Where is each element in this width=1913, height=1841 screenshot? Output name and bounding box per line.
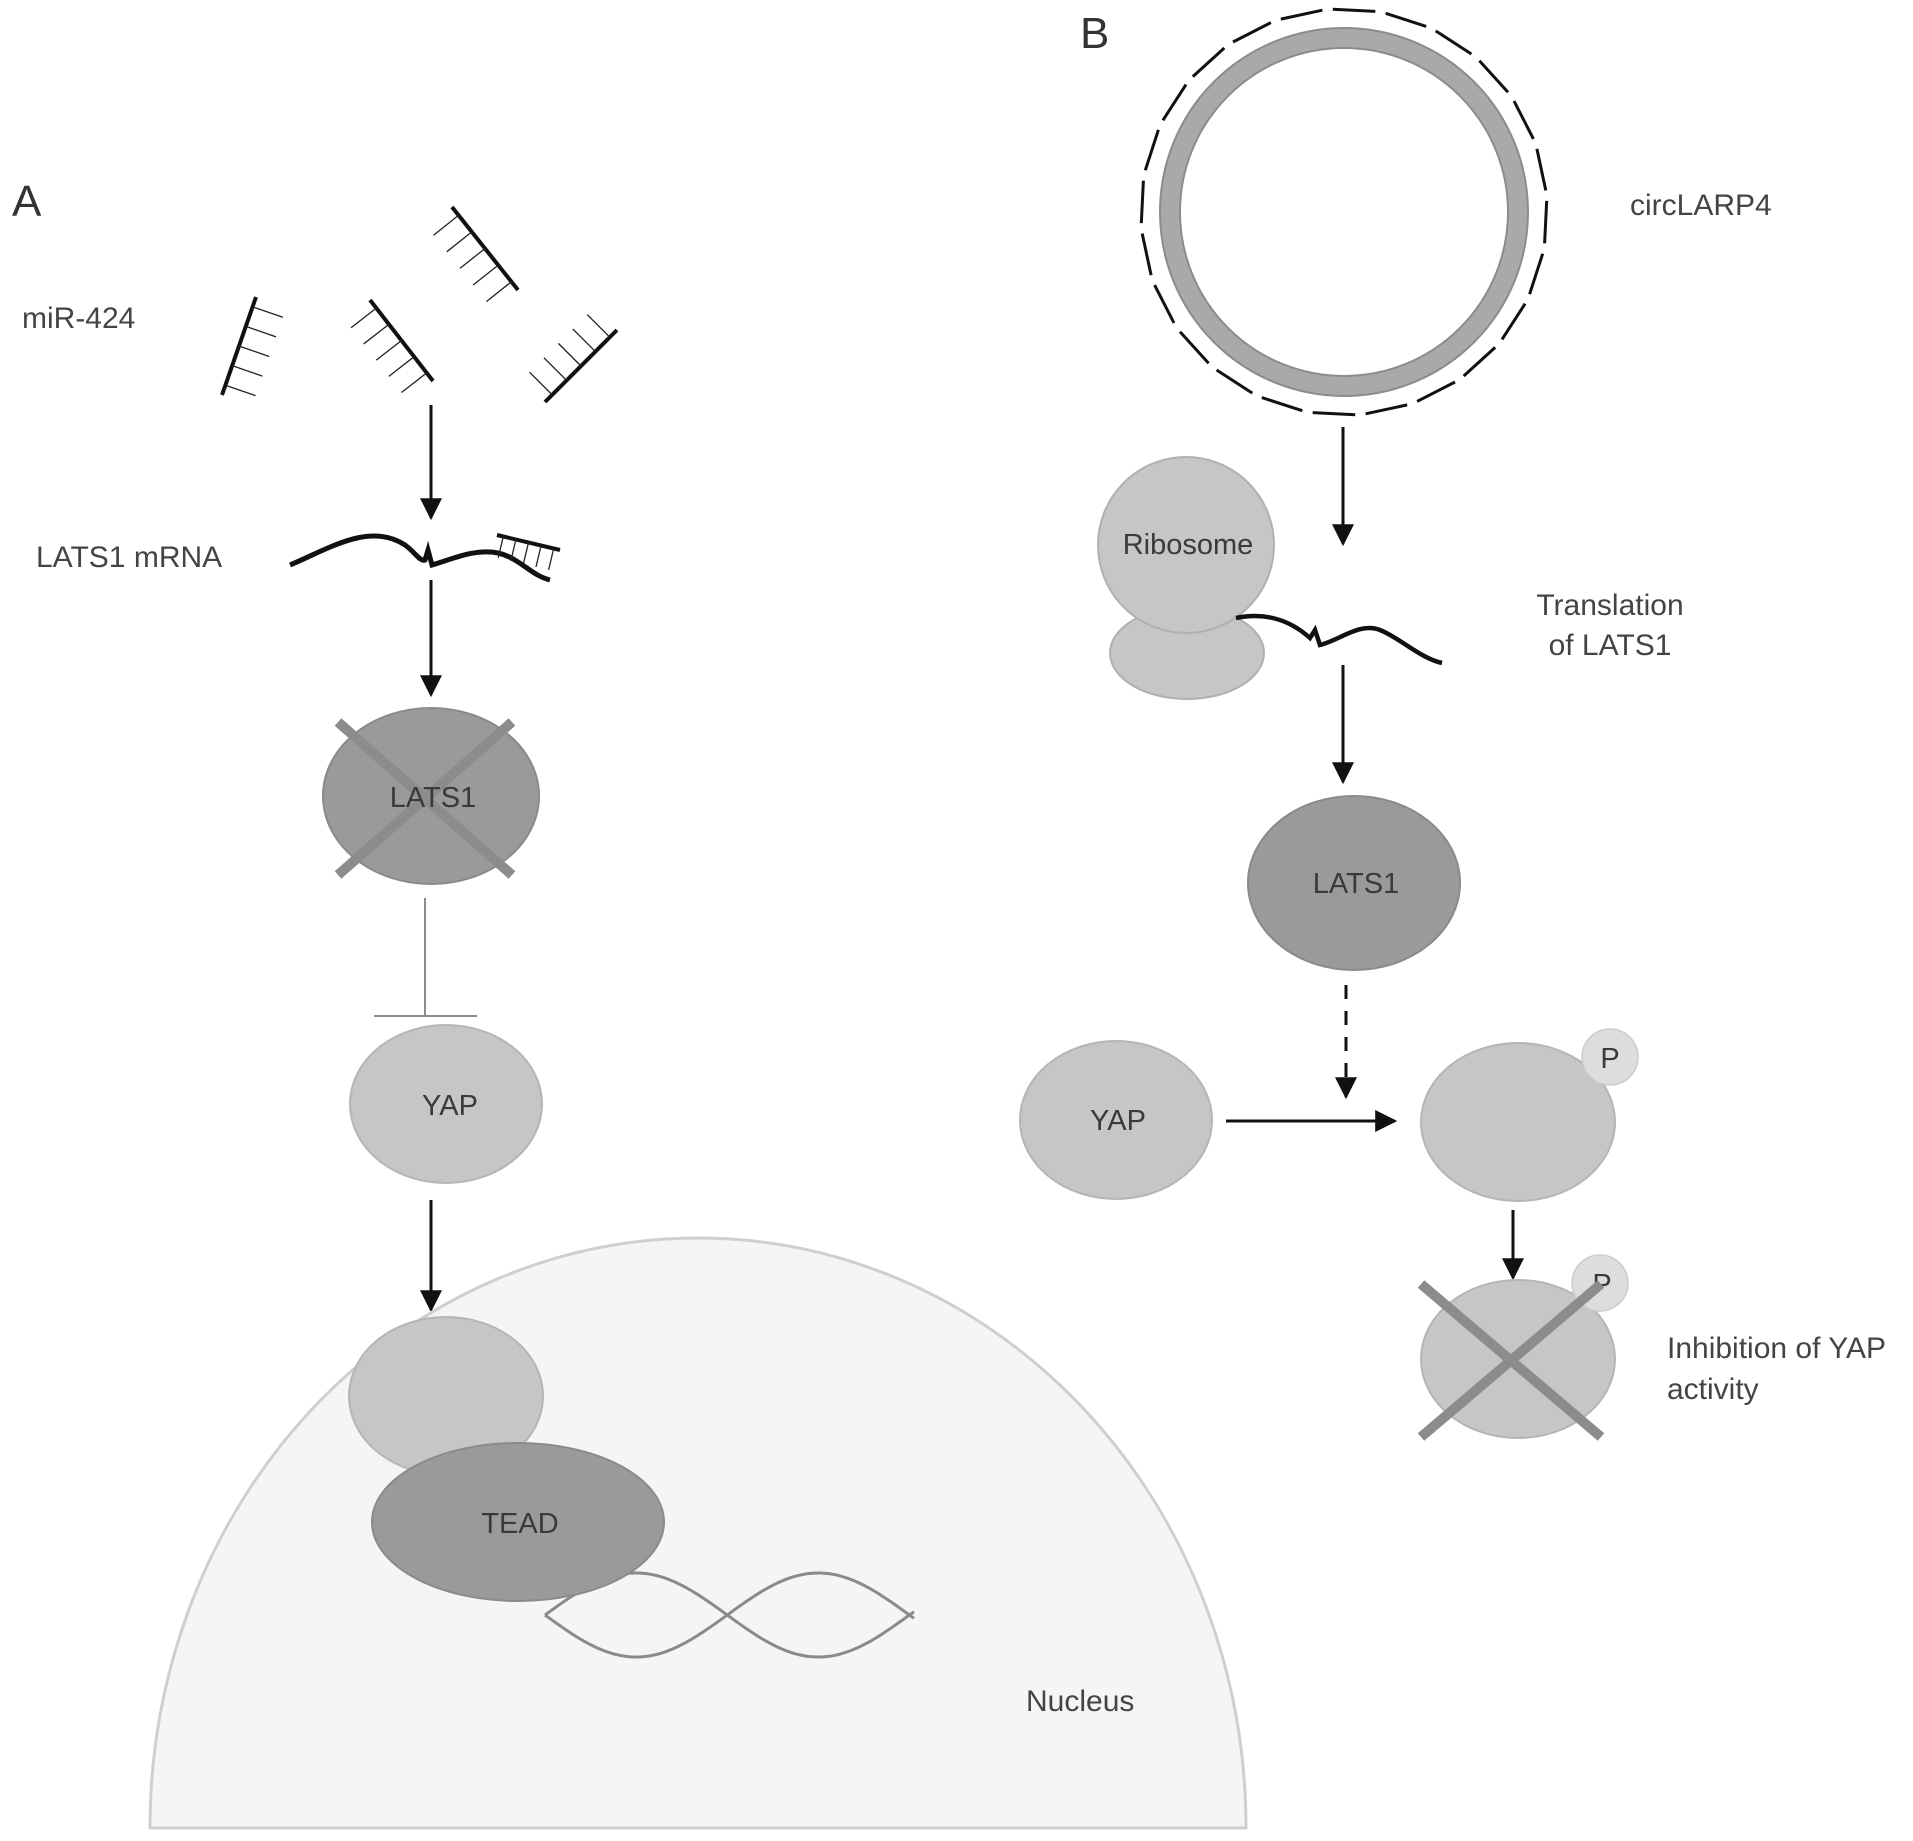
sponged-mirna: [1191, 46, 1226, 78]
circlarp4-center: [1179, 47, 1509, 377]
lats1-protein-b: [1247, 795, 1461, 971]
nucleus: [148, 1236, 1248, 1830]
yap-cross-line-2: [1417, 1280, 1605, 1441]
nucleus-label: Nucleus: [1026, 1685, 1134, 1718]
sponged-mirna: [1385, 11, 1427, 28]
sponged-mirna: [1543, 200, 1549, 244]
lats1-mrna-strand: [289, 533, 551, 583]
sponged-mirna: [1161, 83, 1188, 122]
sponged-mirna: [1332, 7, 1376, 13]
sponged-mirna: [1535, 148, 1548, 191]
sponged-mirna: [1312, 411, 1356, 417]
mirna-strand-2: [350, 298, 435, 394]
sponged-mirna: [1178, 330, 1210, 365]
translation-label-line1: Translation: [1536, 589, 1683, 622]
sponged-mirna: [1153, 284, 1176, 324]
lats1-mrna-b: [1235, 613, 1443, 666]
sponged-mirna: [1434, 29, 1473, 56]
sponged-mirnas: [1139, 7, 1549, 417]
inhibition-label-line2: activity: [1667, 1373, 1759, 1406]
panel-b-letter: B: [1080, 9, 1109, 58]
lats1-mrna-label: LATS1 mRNA: [36, 541, 222, 574]
inhibition-label-line1: Inhibition of YAP: [1667, 1332, 1886, 1365]
mirna-strand-4: [529, 314, 619, 404]
sponged-mirna: [1140, 233, 1153, 276]
sponged-mirna: [1143, 129, 1160, 171]
tead-label: TEAD: [481, 1508, 558, 1540]
sponged-mirna: [1500, 302, 1527, 341]
yap-label-a: YAP: [422, 1090, 478, 1122]
sponged-mirna: [1215, 368, 1254, 395]
yap-protein-b: [1019, 1040, 1213, 1200]
ribosome-large-subunit: [1097, 456, 1275, 634]
yap-protein-a: [349, 1024, 543, 1184]
sponged-mirna: [1512, 100, 1535, 140]
lats1-cross-line-2: [334, 718, 516, 879]
circlarp4-label: circLARP4: [1630, 189, 1772, 222]
sponged-mirna: [1462, 346, 1497, 378]
sponged-mirna: [1139, 180, 1145, 224]
sponged-mirna: [1416, 380, 1456, 403]
translation-label-line2: of LATS1: [1549, 629, 1672, 662]
sponged-mirna: [1261, 396, 1303, 413]
mir424-label: miR-424: [22, 302, 135, 335]
lats1-label-b: LATS1: [1313, 868, 1400, 900]
sponged-mirna: [1280, 8, 1323, 21]
mirna-strands: [220, 205, 619, 404]
yap-label-b: YAP: [1090, 1105, 1146, 1137]
phospho-yap: [1420, 1042, 1616, 1202]
lats1-label-a: LATS1: [390, 782, 477, 814]
bound-mirna-strand: [496, 533, 561, 571]
sponged-mirna: [1478, 59, 1510, 94]
phosphate-circle-1: [1581, 1028, 1639, 1086]
bound-mirna: [496, 533, 561, 571]
phosphate-label-1: P: [1600, 1043, 1619, 1075]
sponged-mirna: [1365, 403, 1408, 416]
mirna-strand-1: [220, 296, 284, 397]
mirna-strand-3: [433, 205, 520, 303]
dna-strand-2: [544, 1571, 915, 1659]
panel-a-letter: A: [12, 177, 42, 226]
sponged-mirna: [1232, 21, 1272, 44]
ribosome-label: Ribosome: [1123, 529, 1254, 561]
sponged-mirna: [1528, 253, 1545, 295]
tead-protein: [371, 1442, 665, 1602]
